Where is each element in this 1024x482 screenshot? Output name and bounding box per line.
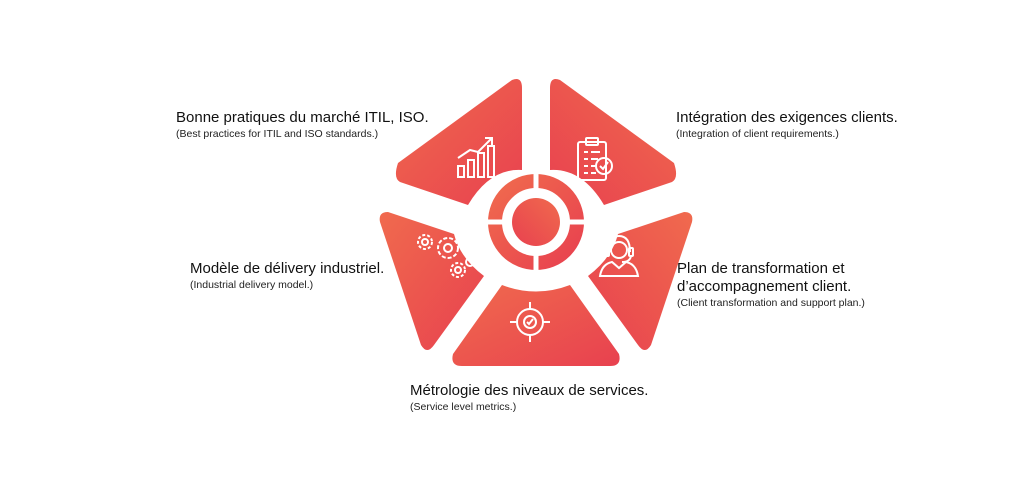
segment-best-practices [395,79,522,205]
bar-chart-up-icon [457,137,495,178]
label-title: Plan de transformation et d’accompagneme… [677,260,852,295]
label-subtitle: (Service level metrics.) [410,401,517,413]
label-title: Modèle de délivery industriel. [190,260,385,277]
gears-icon [417,234,475,278]
label-title: Métrologie des niveaux de services. [410,382,649,399]
center-ring-inner [512,198,560,246]
label-subtitle: (Client transformation and support plan.… [677,297,865,309]
label-subtitle: (Industrial delivery model.) [190,279,314,291]
label-service-metrics: Métrologie des niveaux de services. (Ser… [410,382,710,414]
label-subtitle: (Best practices for ITIL and ISO standar… [176,128,379,140]
segment-client-requirements [550,79,677,205]
headset-agent-icon [598,234,640,277]
label-transformation-plan: Plan de transformation et d’accompagneme… [677,260,977,310]
label-client-requirements: Intégration des exigences clients. (Inte… [676,109,976,141]
target-check-icon [510,302,550,342]
clipboard-checklist-icon [577,137,613,181]
label-delivery-model: Modèle de délivery industriel. (Industri… [190,260,450,292]
label-best-practices: Bonne pratiques du marché ITIL, ISO. (Be… [176,109,476,141]
center-ring-gaps [486,172,586,272]
segment-transformation-plan [588,212,693,350]
label-title: Bonne pratiques du marché ITIL, ISO. [176,109,429,126]
label-subtitle: (Integration of client requirements.) [676,128,839,140]
label-title: Intégration des exigences clients. [676,109,898,126]
